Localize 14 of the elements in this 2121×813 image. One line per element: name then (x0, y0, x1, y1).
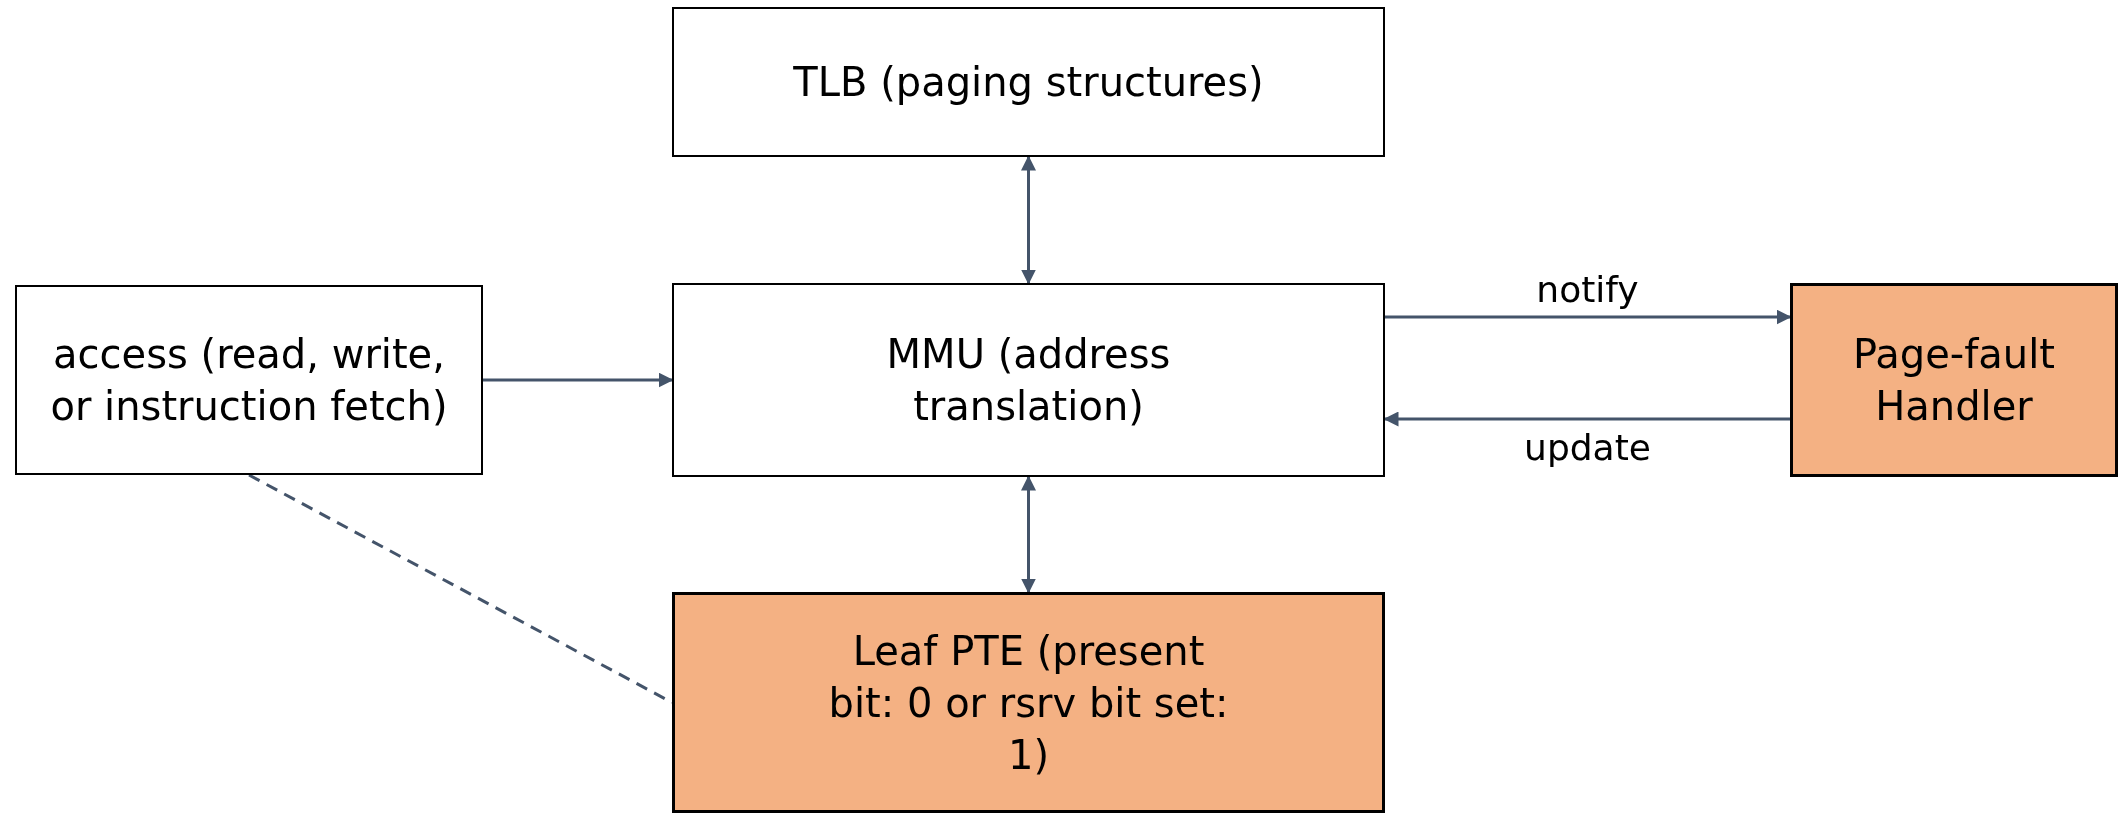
box-text: Page-fault Handler (1852, 330, 2056, 431)
box-text: Leaf PTE (present bit: 0 or rsrv bit set: 1) (827, 626, 1230, 780)
box-text: TLB (paging structures) (793, 58, 1264, 107)
process-box (672, 283, 1385, 477)
arrow (1021, 475, 1036, 594)
arrow (483, 372, 674, 388)
process-box (672, 592, 1385, 813)
process-box (672, 7, 1385, 157)
box-text: access (read, write, or instruction fetch) (49, 330, 449, 431)
process-box (15, 285, 483, 475)
arrow (1385, 309, 1792, 325)
box-text: MMU (address translation) (885, 330, 1172, 431)
arrow (1021, 155, 1036, 285)
process-box (1790, 283, 2118, 477)
